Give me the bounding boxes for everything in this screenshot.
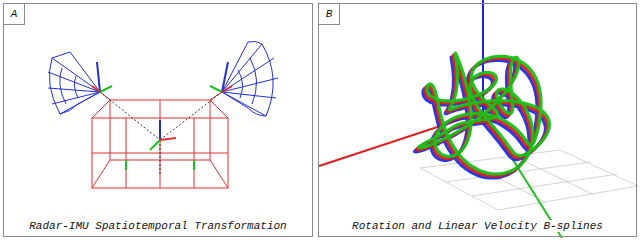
spline-curves [415, 53, 550, 178]
spline-plot [319, 0, 638, 238]
panel-caption-wrap: Radar-IMU Spatiotemporal Transformation [4, 219, 312, 233]
panel-caption: Rotation and Linear Velocity B-splines [350, 220, 605, 232]
panel-caption: Radar-IMU Spatiotemporal Transformation [27, 220, 288, 232]
panel-letter: A [3, 3, 25, 25]
sensor-rig [48, 41, 278, 188]
panel-letter-text: A [11, 7, 18, 21]
figure-panel: Radar-IMU Spatiotemporal Transformation A [3, 3, 313, 237]
panel-caption-wrap: Rotation and Linear Velocity B-splines [319, 219, 636, 233]
panel-letter: B [318, 3, 340, 25]
figure-panel: Rotation and Linear Velocity B-splines B [318, 3, 637, 237]
panel-letter-text: B [326, 7, 333, 21]
spline-curve [419, 53, 550, 174]
